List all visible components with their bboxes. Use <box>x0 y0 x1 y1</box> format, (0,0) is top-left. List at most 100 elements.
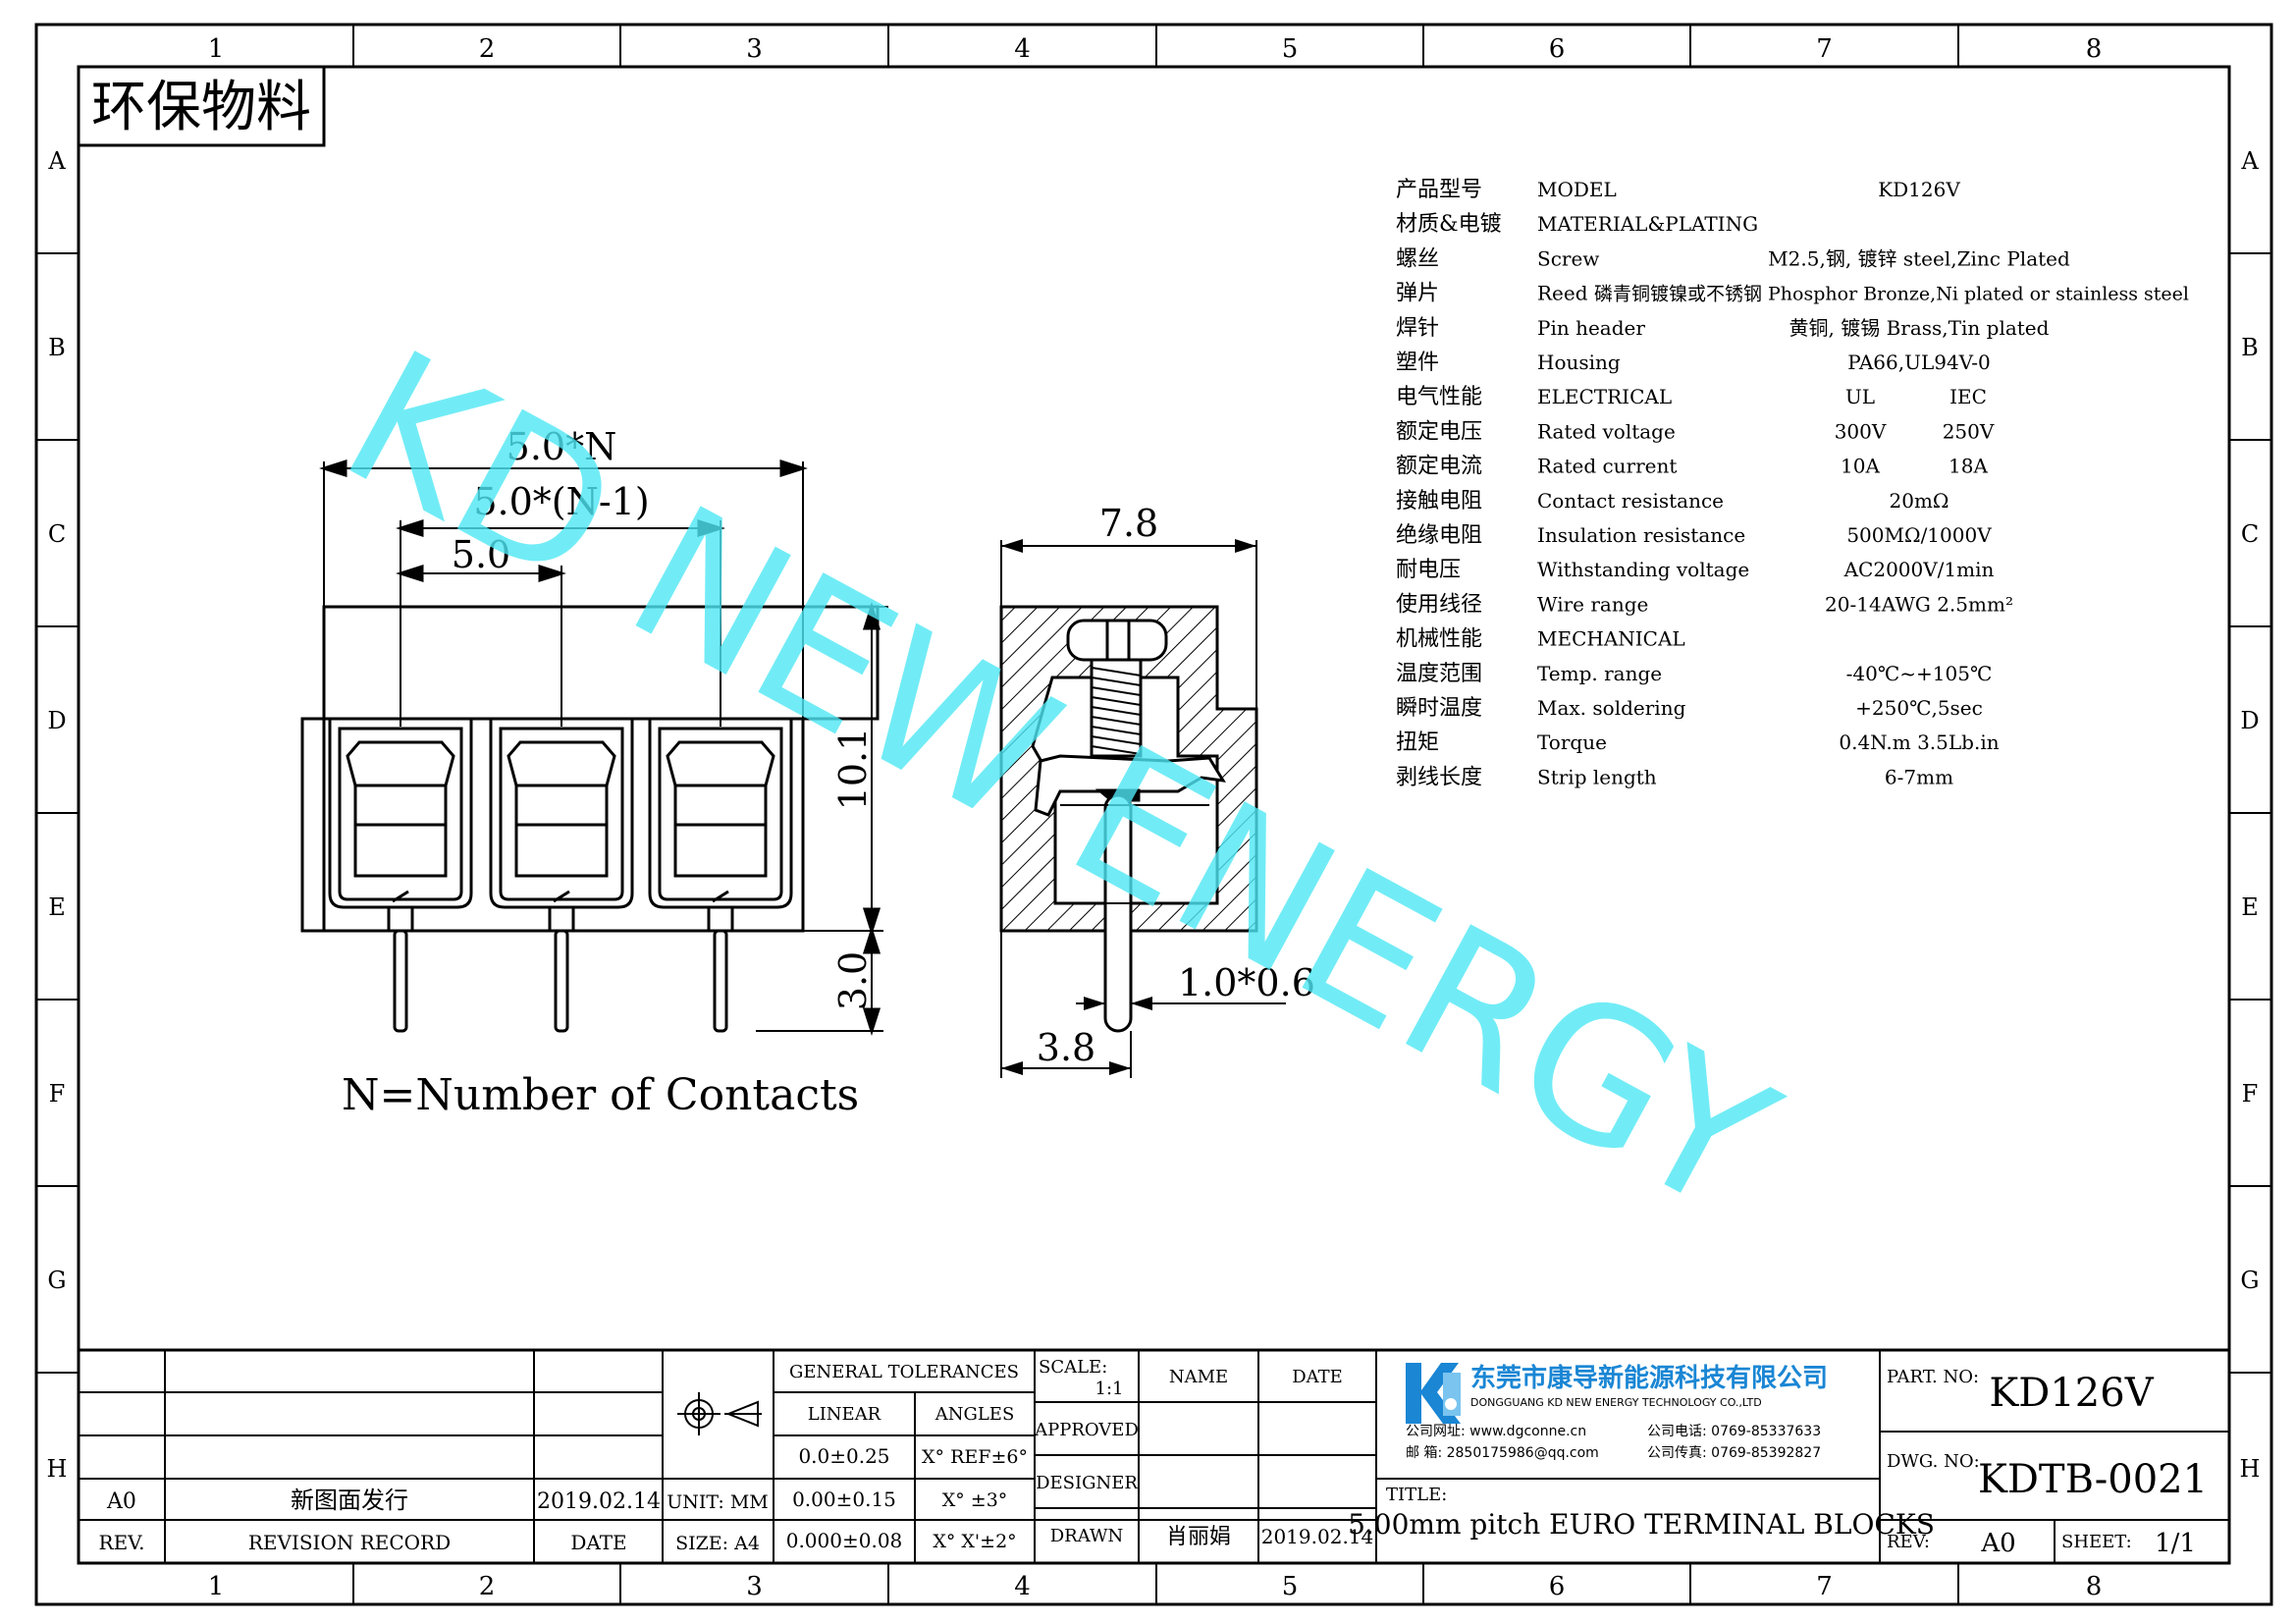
side-view <box>999 539 1286 1078</box>
spec-label-en: Housing <box>1537 351 1621 374</box>
column-label: 1 <box>208 1572 225 1601</box>
spec-value: 20-14AWG 2.5mm² <box>1825 592 2013 616</box>
drawn-date: 2019.02.14 <box>1261 1525 1374 1548</box>
rev-label: REV: <box>1887 1532 1930 1552</box>
spec-value: 500MΩ/1000V <box>1846 523 1992 547</box>
spec-label-cn: 产品型号 <box>1396 178 1482 202</box>
spec-label-cn: 瞬时温度 <box>1396 696 1482 721</box>
spec-label-en: Max. soldering <box>1537 696 1686 720</box>
spec-label-en: Torque <box>1537 730 1607 754</box>
spec-label-cn: 电气性能 <box>1396 385 1482 409</box>
spec-value: PA66,UL94V-0 <box>1847 351 1991 374</box>
spec-value: 黄铜, 镀锡 Brass,Tin plated <box>1789 316 2050 340</box>
sheet-value: 1/1 <box>2155 1529 2196 1558</box>
column-label: 8 <box>2086 1572 2103 1601</box>
spec-label-cn: 温度范围 <box>1396 662 1482 686</box>
row-label: C <box>2241 520 2259 548</box>
dim-side-width: 7.8 <box>1099 502 1158 545</box>
company-cn: 东莞市康导新能源科技有限公司 <box>1470 1363 1828 1393</box>
column-label: 6 <box>1549 1572 1566 1601</box>
general-tolerances: GENERAL TOLERANCES <box>789 1362 1019 1382</box>
tolerance-linear: 0.000±0.08 <box>786 1529 903 1552</box>
spec-value: AC2000V/1min <box>1843 558 1995 581</box>
spec-value: M2.5,钢, 镀锌 steel,Zinc Plated <box>1768 246 2070 270</box>
spec-label-en: Reed <box>1537 282 1588 305</box>
column-label: 1 <box>208 34 225 64</box>
dim-height: 10.1 <box>831 728 875 811</box>
title-label: TITLE: <box>1386 1485 1447 1505</box>
tolerance-linear: 0.00±0.15 <box>792 1488 896 1511</box>
spec-value: 20mΩ <box>1890 489 1949 513</box>
rev-header: REV. <box>99 1531 145 1554</box>
spec-label-en: Contact resistance <box>1537 489 1724 513</box>
approved-label: APPROVED <box>1034 1420 1139 1440</box>
spec-label-en: MODEL <box>1537 178 1617 201</box>
designer-label: DESIGNER <box>1036 1473 1138 1493</box>
rev-record: 新图面发行 <box>291 1487 408 1514</box>
spec-value-iec: IEC <box>1949 385 1987 408</box>
scale-label: SCALE: <box>1039 1357 1107 1378</box>
eco-stamp: 环保物料 <box>91 76 311 139</box>
eco-stamp-box <box>77 65 326 147</box>
date-col-header: DATE <box>1292 1367 1343 1387</box>
spec-label-en: Withstanding voltage <box>1537 558 1749 581</box>
company-logo-icon <box>1406 1363 1461 1424</box>
spec-value-ul: 300V <box>1835 419 1887 443</box>
drawn-name: 肖丽娟 <box>1166 1525 1231 1549</box>
row-label: D <box>2240 707 2259 734</box>
frame-zone-ticks <box>36 25 2271 1604</box>
row-label: F <box>49 1080 66 1108</box>
spec-label-cn: 塑件 <box>1396 351 1439 375</box>
spec-label-cn: 机械性能 <box>1396 627 1482 652</box>
column-label: 3 <box>746 34 763 64</box>
row-label: H <box>2240 1455 2261 1483</box>
spec-label-cn: 接触电阻 <box>1396 489 1482 514</box>
unit-label: UNIT: MM <box>667 1491 769 1513</box>
size-label: SIZE: A4 <box>675 1533 760 1554</box>
column-label: 7 <box>1816 1572 1833 1601</box>
column-label: 5 <box>1282 34 1299 64</box>
spec-label-cn: 弹片 <box>1396 282 1439 306</box>
rev-value: A0 <box>1980 1529 2015 1558</box>
spec-label-en: MECHANICAL <box>1537 627 1685 651</box>
spec-value: 6-7mm <box>1885 765 1953 788</box>
spec-label-en: Rated current <box>1537 455 1677 478</box>
spec-label-en: ELECTRICAL <box>1537 385 1672 408</box>
dim-total-width: 5.0*N <box>507 425 617 468</box>
column-label: 5 <box>1282 1572 1299 1601</box>
company-email: 邮 箱: 2850175986@qq.com <box>1406 1445 1599 1461</box>
spec-value: 0.4N.m 3.5Lb.in <box>1839 730 1999 754</box>
sheet-label: SHEET: <box>2061 1532 2132 1552</box>
row-label: F <box>2242 1080 2259 1108</box>
spec-label-en: Rated voltage <box>1537 419 1676 443</box>
dim-pin-offset: 3.8 <box>1037 1026 1095 1069</box>
name-header: NAME <box>1169 1367 1228 1387</box>
part-no: KD126V <box>1989 1371 2154 1416</box>
spec-value-iec: 250V <box>1943 419 1995 443</box>
date-header: DATE <box>570 1531 626 1554</box>
row-label: C <box>48 520 66 548</box>
spec-label-en: Screw <box>1537 246 1599 270</box>
tolerance-angle: X° ±3° <box>942 1489 1008 1511</box>
tolerance-values: 0.0±0.250.00±0.150.000±0.08X° REF±6°X° ±… <box>786 1444 1028 1552</box>
spec-value: +250℃,5sec <box>1855 696 1983 720</box>
spec-value-ul: 10A <box>1841 455 1880 478</box>
spec-value: -40℃~+105℃ <box>1846 662 1993 685</box>
spec-label-cn: 扭矩 <box>1396 730 1439 755</box>
row-label: G <box>47 1267 66 1294</box>
row-label: E <box>2241 893 2259 921</box>
row-label: D <box>47 707 66 734</box>
dim-pitch: 5.0 <box>452 533 510 576</box>
column-label: 8 <box>2086 34 2103 64</box>
row-label: A <box>2240 147 2259 175</box>
row-label: E <box>48 893 66 921</box>
spec-label-en: Strip length <box>1537 765 1657 788</box>
dwg-no-label: DWG. NO: <box>1887 1451 1980 1472</box>
spec-label-en: Pin header <box>1537 316 1645 340</box>
